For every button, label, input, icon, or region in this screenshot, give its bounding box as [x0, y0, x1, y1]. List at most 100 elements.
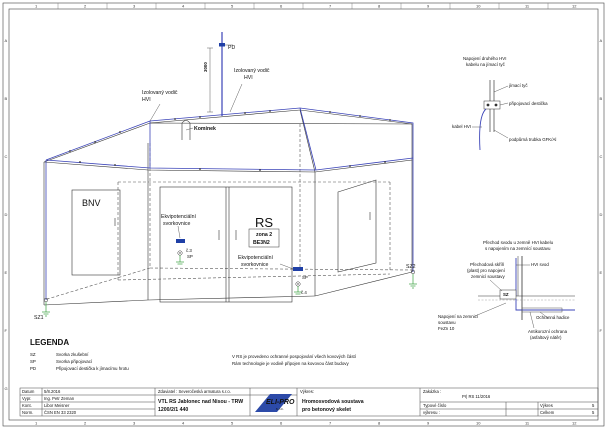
legend-code: SZ: [30, 352, 36, 357]
grid-row: E: [600, 270, 603, 275]
grid-col: 12: [572, 4, 577, 9]
grid-col: 10: [476, 421, 481, 426]
grid-col: 7: [329, 421, 332, 426]
grid-rows: A B C D E F G A B C D E F: [5, 38, 603, 391]
eli-pro-logo: ELI-PRO s.r.o.: [255, 394, 295, 412]
detail-bottom-antikoroz-2: (asfaltový nátěr): [530, 335, 562, 340]
label-hvi-top-2: HVI: [244, 75, 253, 81]
tb-val: Ing. Petr Zeman: [44, 396, 75, 401]
detail-bottom-sz: SZ: [503, 292, 509, 297]
grid-row: E: [5, 270, 8, 275]
legend-text: Připojovací destička k jímacímu hrotu: [56, 366, 129, 371]
grid-row: B: [5, 96, 8, 101]
grid-row: F: [5, 328, 8, 333]
detail-bottom-hadice: Ochranná hadice: [536, 315, 570, 320]
label-hvi-top-1: Izolovaný vodič: [234, 68, 270, 74]
pd-plate: [219, 43, 225, 47]
detail-top-trubka: podpůrná trubka GFK/Al: [509, 137, 556, 142]
label-kominek: Komínek: [194, 126, 216, 132]
detail-top-desticka: připojovací destička: [509, 101, 548, 106]
grid-row: D: [600, 212, 603, 217]
tb-client: Zdaviatel : Severočeská armatura s.r.o.: [158, 389, 231, 394]
detail-bottom-skrin-2: (plast) pro napojení: [467, 268, 506, 273]
label-c4: č.4: [301, 290, 307, 295]
grid-col: 11: [525, 4, 530, 9]
dimension-3000: 3000: [203, 62, 208, 72]
detail-ground-transition: Přechod svodu u zemně HVI kabelu s napoj…: [438, 240, 575, 340]
grid-col: 9: [427, 421, 430, 426]
tb-key: Norm.: [22, 410, 33, 415]
logo-subtext: s.r.o.: [276, 407, 284, 411]
ground-symbols: [42, 255, 417, 317]
zone-box: [248, 228, 280, 248]
grid-col: 3: [133, 421, 136, 426]
title-block-text: Datum 5/8.2016 Vypr. Ing. Petr Zeman Kon…: [22, 389, 595, 415]
grid-col: 1: [35, 4, 38, 9]
label-zona-1: zona 2: [256, 232, 272, 238]
detail-top-kabel: kabel HVI: [452, 124, 471, 129]
detail-bottom-napojeni-2: soustavu: [438, 320, 456, 325]
grid-col: 11: [525, 421, 530, 426]
grid-col: 2: [84, 421, 87, 426]
grid-col: 4: [182, 421, 185, 426]
legend-text: Svorka zkušební: [56, 352, 89, 357]
detail-bottom-hvi-svod: HVI svod: [531, 262, 549, 267]
tb-project-2: 1200/2/1 440: [158, 407, 188, 413]
detail-bottom-skrin-1: Přechodová skříň: [470, 262, 505, 267]
detail-bottom-napojeni-1: Napojení na zemnicí: [438, 314, 479, 319]
label-hvi-left-1: Izolovaný vodič: [142, 90, 178, 96]
detail-top-jimaci: jímací tyč: [508, 83, 528, 88]
title-block: [19, 387, 599, 417]
grid-col: 4: [182, 4, 185, 9]
tb-vykres-val: 5: [592, 403, 595, 408]
legend: LEGENDA SZ Svorka zkušební SP Svorka při…: [30, 338, 129, 371]
legend-title: LEGENDA: [30, 338, 69, 347]
label-zona-2: BE3N2: [253, 240, 270, 246]
tb-val: 5/8.2016: [44, 389, 61, 394]
label-c3-2: SP: [187, 254, 193, 259]
grid-col: 2: [84, 4, 87, 9]
label-sz1: SZ1: [34, 315, 44, 321]
detail-rod-connection: Napojení druhého HVI kabelu na jímací ty…: [452, 56, 556, 151]
label-hvi-left-2: HVI: [142, 97, 151, 103]
grid-col: 3: [133, 4, 136, 9]
grid-col: 8: [378, 421, 381, 426]
label-ekvi-left-1: Ekvipotenciální: [161, 214, 196, 220]
tb-typove-label: Typové číslo: [423, 403, 447, 408]
grid-col: 1: [35, 421, 38, 426]
label-ekvi-right-2: svorkovnice: [241, 262, 269, 268]
grid-row: F: [600, 328, 603, 333]
grid-row: A: [600, 38, 603, 43]
legend-code: PD: [30, 366, 36, 371]
grid-row: D: [5, 212, 8, 217]
grid-col: 12: [572, 421, 577, 426]
note-line-1: V RS je provedeno ochranné pospojování v…: [232, 354, 357, 359]
hvi-conductor: [45, 32, 414, 300]
note-line-2: Rám technologie je vodivě připojen na ko…: [232, 361, 349, 366]
tb-drawing-1: Hromosvodová soustava: [302, 399, 364, 405]
grid-col: 7: [329, 4, 332, 9]
outer-frame: [2, 2, 605, 427]
legend-code: SP: [30, 359, 36, 364]
tb-vykres-label: Výkres:: [300, 389, 314, 394]
detail-bottom-title-1: Přechod svodu u zemně HVI kabelu: [483, 240, 554, 245]
tb-key: Vypr.: [22, 396, 31, 401]
label-ekvi-right-1: Ekvipotenciální: [238, 255, 273, 261]
label-pd: PD: [228, 45, 235, 51]
detail-bottom-title-2: s napojením na zemnící soustavu: [485, 246, 551, 251]
detail-top-title-1: Napojení druhého HVI: [463, 56, 506, 61]
label-sz2: SZ2: [406, 264, 416, 270]
grid-row: C: [5, 154, 8, 159]
tb-zakazka-label: Zakázka :: [423, 389, 441, 394]
tb-key: Datum: [22, 389, 35, 394]
tb-key: Kont.: [22, 403, 32, 408]
detail-bottom-napojeni-3: FeZn 10: [438, 326, 455, 331]
tb-project-1: VTL RS Jablonec nad Nisou - TRW: [158, 399, 243, 405]
grid-columns-bottom: 1 2 3 4 5 6 7 8 9 10 11 12: [35, 421, 577, 426]
inner-frame: [8, 8, 599, 421]
label-bnv: BNV: [82, 198, 101, 208]
detail-bottom-skrin-3: zemnicí soustavy: [471, 274, 505, 279]
bnv-door: [71, 189, 121, 276]
grid-col: 5: [231, 4, 234, 9]
